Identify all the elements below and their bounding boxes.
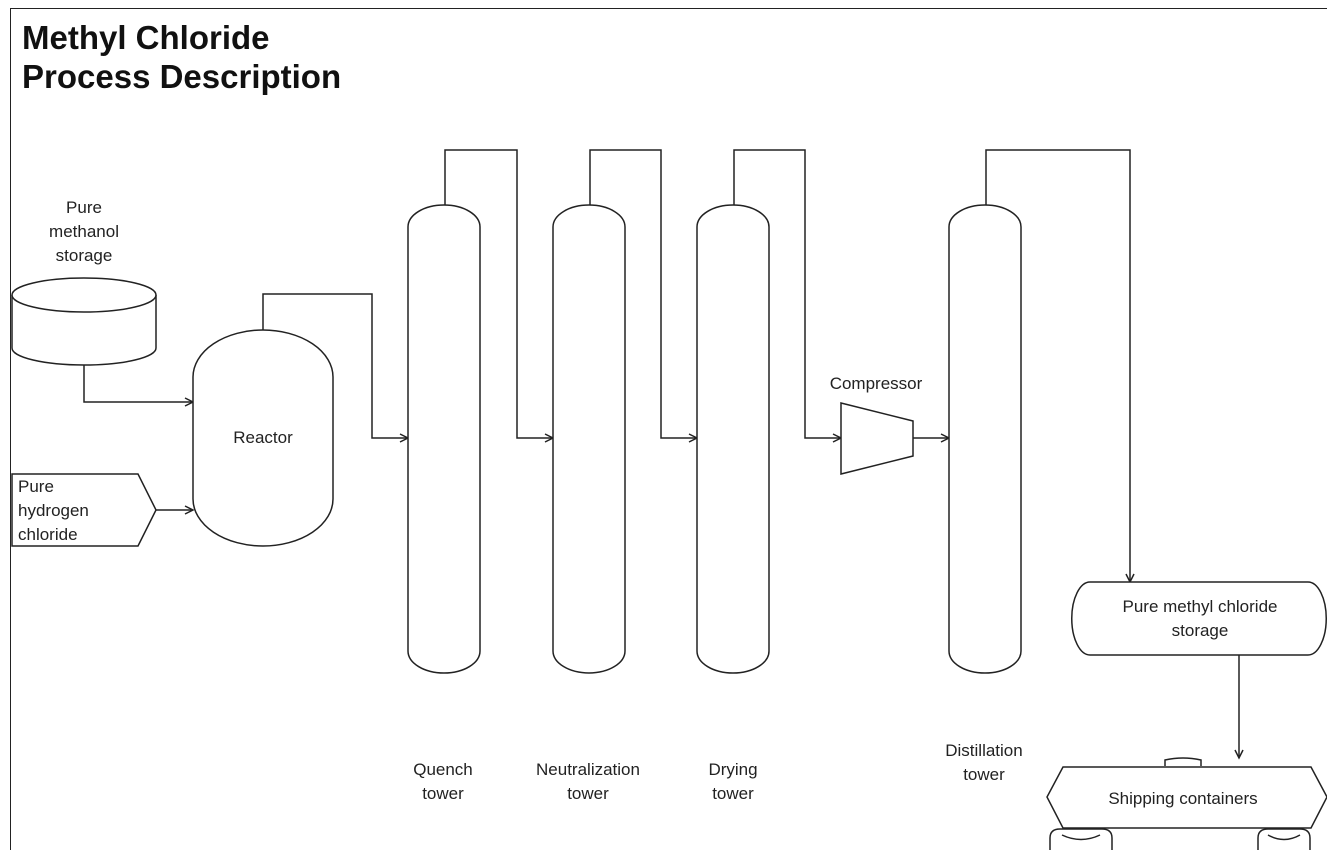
neutralization-label-line-1: Neutralization — [536, 760, 640, 779]
quench-label-line-1: Quench — [413, 760, 473, 779]
mecl-storage-label-line-1: Pure methyl chloride — [1123, 597, 1278, 616]
compressor: Compressor — [830, 374, 923, 475]
methanol-label-line-1: Pure — [66, 198, 102, 217]
distillation-tower: Distillation tower — [945, 204, 1023, 784]
hcl-label-line-3: chloride — [18, 525, 78, 544]
reactor-label: Reactor — [233, 428, 293, 447]
methanol-label-line-3: storage — [56, 246, 113, 265]
neutralization-tower: Neutralization tower — [536, 204, 640, 803]
quench-label-line-2: tower — [422, 784, 464, 803]
drying-label-line-2: tower — [712, 784, 754, 803]
distillation-label-line-2: tower — [963, 765, 1005, 784]
methanol-storage-tank: Pure methanol storage — [11, 198, 157, 366]
arrowhead-shipping — [1234, 749, 1244, 760]
arrowhead-reactor-bottom — [184, 505, 195, 515]
drying-label-line-1: Drying — [708, 760, 757, 779]
shipping-label: Shipping containers — [1108, 789, 1257, 808]
pipe-neutralization-to-drying — [589, 149, 697, 439]
railcar-wheel-right — [1257, 828, 1311, 850]
methanol-label-line-2: methanol — [49, 222, 119, 241]
neutralization-label-line-2: tower — [567, 784, 609, 803]
hcl-label-line-1: Pure — [18, 477, 54, 496]
mecl-storage-label-line-2: storage — [1172, 621, 1229, 640]
title-line-1: Methyl Chloride — [22, 19, 270, 56]
title-line-2: Process Description — [22, 58, 342, 95]
shipping-container-railcar: Shipping containers — [1046, 757, 1327, 850]
railcar-wheel-left — [1049, 828, 1113, 850]
railcar-tank — [1046, 766, 1327, 829]
drying-tower: Drying tower — [696, 204, 770, 803]
pipe-quench-to-neutralization — [444, 149, 553, 439]
diagram-frame — [10, 8, 1327, 850]
reactor-vessel: Reactor — [192, 329, 334, 547]
distillation-label-line-1: Distillation — [945, 741, 1022, 760]
hcl-feed-connector: Pure hydrogen chloride — [11, 473, 157, 547]
quench-tower: Quench tower — [407, 204, 481, 803]
pipes — [83, 149, 1240, 758]
compressor-label: Compressor — [830, 374, 923, 393]
pipe-distillation-to-storage — [985, 149, 1131, 582]
pipe-methanol-to-reactor — [83, 365, 193, 403]
methyl-chloride-storage-tank: Pure methyl chloride storage — [1071, 581, 1327, 656]
pipe-reactor-to-quench — [262, 293, 408, 439]
page-title: Methyl Chloride Process Description — [22, 18, 341, 96]
pipe-drying-to-compressor — [733, 149, 841, 439]
hcl-label-line-2: hydrogen — [18, 501, 89, 520]
railcar-dome — [1164, 757, 1202, 766]
